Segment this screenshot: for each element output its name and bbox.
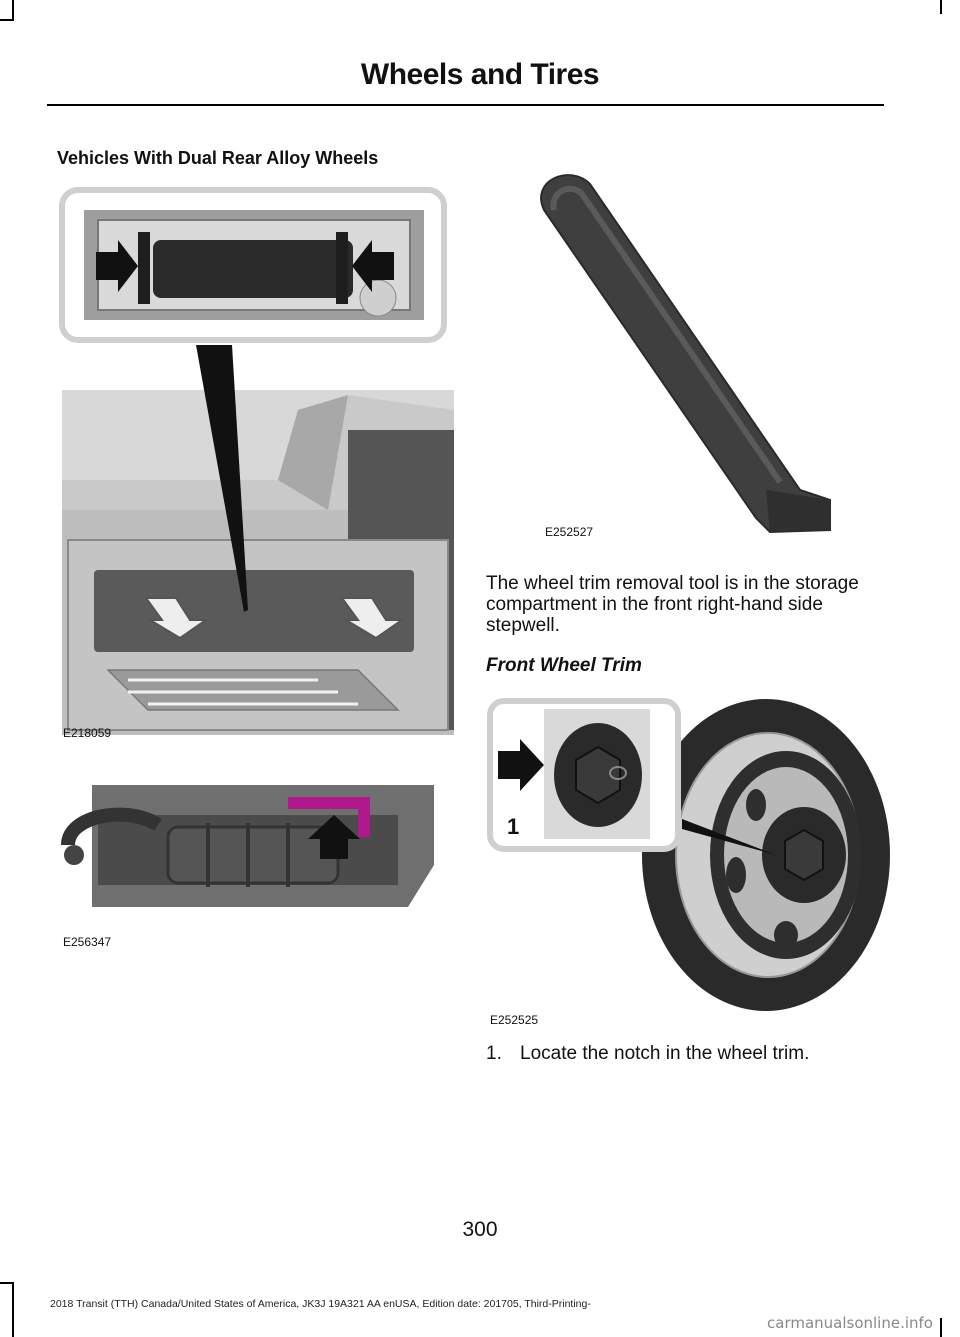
tool-clip-figure: [61, 785, 434, 907]
step-number: 1.: [486, 1043, 502, 1064]
step-text: Locate the notch in the wheel trim.: [520, 1043, 810, 1064]
crop-mark-bottom-left-h: [0, 1282, 14, 1284]
front-wheel-trim-heading: Front Wheel Trim: [486, 655, 642, 676]
crop-mark-top-left-h: [0, 19, 14, 21]
front-wheel-trim-figure: [487, 698, 890, 1011]
crop-mark-bottom-left: [12, 1282, 14, 1337]
page-title: Wheels and Tires: [360, 58, 600, 91]
section-heading: Vehicles With Dual Rear Alloy Wheels: [57, 148, 379, 168]
figure-code-wheel: E252525: [490, 1013, 539, 1027]
tool-location-text: The wheel trim removal tool is in the st…: [486, 573, 859, 636]
wheel-trim-tool-figure: [540, 174, 831, 534]
crop-mark-bottom-right: [940, 1318, 942, 1337]
crop-mark-top-left: [12, 0, 14, 20]
callout-number: 1: [507, 814, 520, 839]
figure-code-tool: E252527: [545, 525, 594, 539]
title-rule: [47, 104, 884, 106]
step-item: 1. Locate the notch in the wheel trim.: [486, 1043, 809, 1065]
figure-code-clip: E256347: [63, 935, 112, 949]
page-number: 300: [462, 1218, 498, 1241]
crop-mark-top-right: [940, 0, 942, 14]
stepwell-compartment-figure: [59, 187, 454, 735]
watermark: carmanualsonline.info: [767, 1314, 933, 1332]
page-footer: 2018 Transit (TTH) Canada/United States …: [50, 1298, 591, 1310]
figure-code-stepwell: E218059: [63, 726, 112, 740]
